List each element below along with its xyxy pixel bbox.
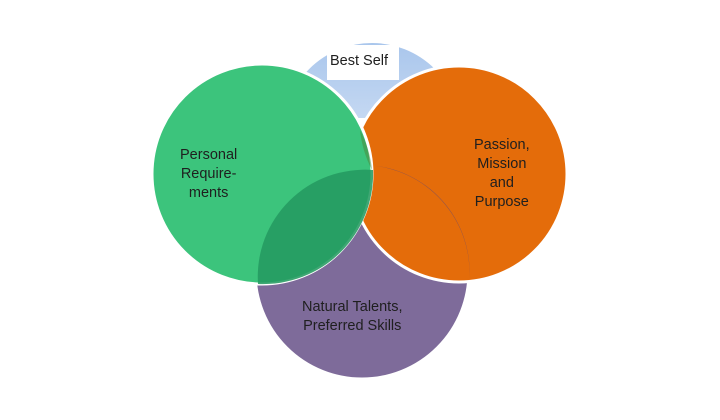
overlap-personal-passion xyxy=(360,130,372,170)
personal-label-line-2: Require- xyxy=(180,166,237,182)
personal-label: Personal Require- ments xyxy=(180,146,237,203)
talents-label-line-1: Natural Talents, xyxy=(302,299,403,315)
talents-label-line-2: Preferred Skills xyxy=(303,318,402,334)
personal-label-line-3: ments xyxy=(188,185,229,201)
personal-label-line-1: Personal xyxy=(180,147,238,163)
overlap-personal-talents xyxy=(257,169,374,285)
talents-label: Natural Talents, Preferred Skills xyxy=(302,298,402,336)
passion-label-line-2: Mission xyxy=(477,156,527,172)
passion-label-line-4: Purpose xyxy=(474,194,529,210)
passion-circle xyxy=(349,64,569,284)
best-self-label: Best Self xyxy=(330,52,388,71)
best-self-label-line-1: Best Self xyxy=(330,53,389,69)
passion-label-line-3: and xyxy=(489,175,514,191)
passion-label: Passion, Mission and Purpose xyxy=(474,136,530,212)
passion-label-line-1: Passion, xyxy=(474,137,530,153)
best-self-label-box xyxy=(327,45,399,80)
